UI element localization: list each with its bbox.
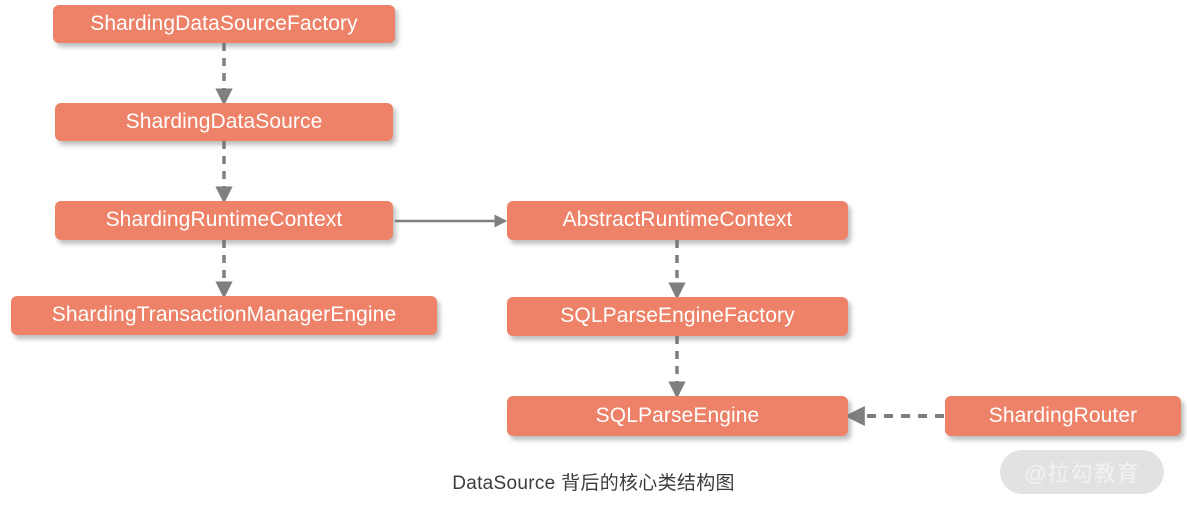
node-label: SQLParseEngine: [595, 403, 760, 427]
node-sharding-router[interactable]: ShardingRouter: [945, 396, 1181, 436]
node-sharding-runtime-context[interactable]: ShardingRuntimeContext: [55, 201, 393, 240]
node-label: ShardingDataSourceFactory: [90, 11, 358, 35]
watermark-badge: @拉勾教育: [1000, 450, 1164, 494]
node-label: SQLParseEngineFactory: [560, 304, 795, 327]
node-label: ShardingRuntimeContext: [105, 208, 343, 231]
node-sharding-transaction-manager-engine[interactable]: ShardingTransactionManagerEngine: [11, 296, 437, 335]
node-label: ShardingRouter: [988, 403, 1138, 427]
node-sql-parse-engine[interactable]: SQLParseEngine: [507, 396, 848, 436]
node-sharding-data-source[interactable]: ShardingDataSource: [55, 103, 393, 141]
node-label: ShardingTransactionManagerEngine: [51, 303, 397, 326]
node-sql-parse-engine-factory[interactable]: SQLParseEngineFactory: [507, 297, 848, 336]
node-sharding-data-source-factory[interactable]: ShardingDataSourceFactory: [53, 5, 395, 43]
diagram-caption: DataSource 背后的核心类结构图: [452, 473, 735, 494]
node-abstract-runtime-context[interactable]: AbstractRuntimeContext: [507, 201, 848, 240]
watermark-label: @拉勾教育: [1024, 461, 1140, 486]
node-label: AbstractRuntimeContext: [562, 208, 793, 231]
node-label: ShardingDataSource: [125, 109, 323, 133]
